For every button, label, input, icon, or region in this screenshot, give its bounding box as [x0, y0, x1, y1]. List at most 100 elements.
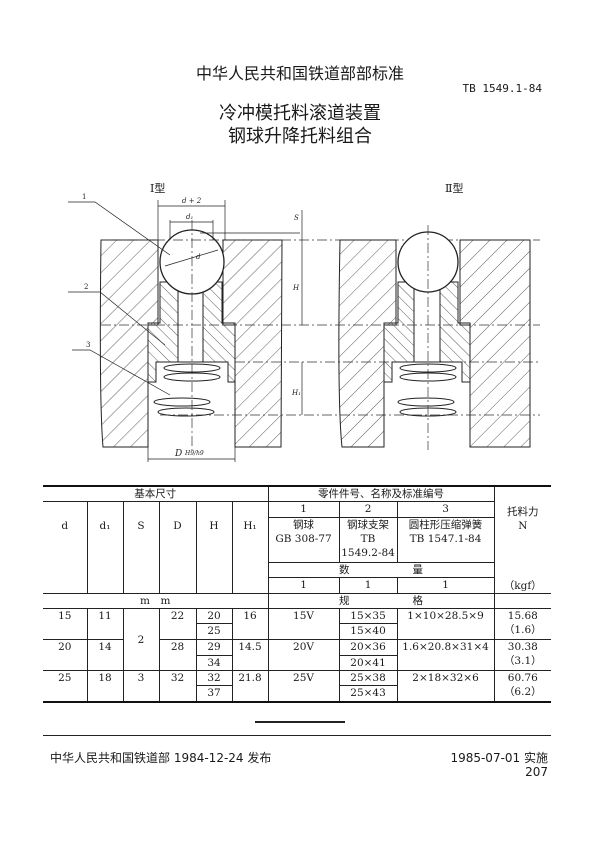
cell-ball: 25V — [267, 670, 340, 702]
cell-holder: 20×36 — [338, 639, 398, 656]
basic-dims-header: 基本尺寸 — [43, 485, 269, 502]
force-spacer — [493, 593, 552, 609]
cell-d: 25 — [43, 670, 88, 702]
cell-d: 20 — [43, 639, 88, 671]
unit-mm: m m — [43, 593, 269, 609]
end-rule — [255, 721, 345, 723]
part-2-info: 钢球支架 TB 1549.2-84 — [338, 517, 398, 563]
cell-spring: 1.6×20.8×31×4 — [396, 639, 495, 671]
part-2-name: 钢球支架 — [347, 519, 390, 531]
cell-H: 29 — [195, 639, 233, 656]
dim-D: D — [174, 449, 182, 459]
cell-ball: 20V — [267, 639, 340, 671]
table-row: 25 18 3 32 32 21.8 25V 25×38 2×18×32×6 6… — [43, 670, 552, 702]
cell-force: 15.68 （1.6） — [493, 608, 552, 640]
dim-S: S — [294, 214, 299, 222]
assembly-drawing: d + 2 d₁ d S H H₁ D H9/h9 1 2 3 — [68, 193, 540, 462]
issue-date: 中华人民共和国铁道部 1984-12-24 发布 — [50, 751, 272, 765]
force-kgf: （3.1） — [503, 655, 542, 667]
part-no-1: 1 — [267, 501, 340, 518]
force-unit: N — [518, 520, 528, 532]
parts-header: 零件件号、名称及标准编号 — [267, 485, 495, 502]
force-kgf: （1.6） — [503, 624, 542, 636]
cell-H1: 14.5 — [231, 639, 269, 671]
type-2-label: Ⅱ型 — [445, 182, 464, 195]
cell-H: 34 — [196, 655, 233, 671]
type-2-view — [338, 225, 531, 450]
standard-organization: 中华人民共和国铁道部部标准 — [195, 64, 404, 83]
force-header: 托料力 N （kgf） — [493, 485, 552, 594]
qty-2: 1 — [338, 577, 398, 594]
col-d: d — [43, 501, 88, 594]
force-value: 30.38 — [507, 641, 538, 653]
cell-D: 32 — [158, 670, 197, 702]
dim-fit: H9/h9 — [184, 450, 204, 457]
cell-holder: 25×43 — [338, 685, 398, 702]
dim-ball-d: d — [196, 253, 201, 261]
table-row: 20 14 28 29 14.5 20V 20×36 1.6×20.8×31×4… — [43, 639, 552, 671]
force-value: 60.76 — [507, 672, 538, 684]
table-row: 25 15×40 — [43, 623, 551, 640]
cell-holder: 15×40 — [338, 623, 398, 640]
type-1-view: d + 2 d₁ d S H H₁ D H9/h9 1 2 3 — [68, 193, 540, 462]
callout-2: 2 — [84, 283, 88, 291]
cell-spring: 1×10×28.5×9 — [396, 608, 495, 640]
cell-d1: 11 — [86, 608, 124, 640]
cell-D: 28 — [158, 639, 197, 671]
qty-1: 1 — [268, 577, 340, 594]
col-d1: d₁ — [86, 501, 124, 594]
part-no-2: 2 — [338, 501, 398, 518]
col-H: H — [195, 501, 233, 594]
cell-S: 2 — [122, 608, 160, 671]
part-3-info: 圆柱形压缩弹簧 TB 1547.1-84 — [396, 517, 495, 563]
dim-H: H — [292, 284, 300, 292]
part-1-info: 钢球 GB 308-77 — [268, 517, 340, 563]
cell-force: 60.76 （6.2） — [493, 670, 552, 702]
part-3-name: 圆柱形压缩弹簧 — [408, 519, 483, 531]
col-H1: H₁ — [231, 501, 269, 594]
standard-number: TB 1549.1-84 — [462, 82, 542, 95]
part-2-std-no: 1549.2-84 — [341, 547, 395, 559]
part-2-std: TB — [360, 533, 376, 545]
footer-rule — [43, 735, 551, 736]
col-D: D — [158, 501, 197, 594]
part-3-std: TB 1547.1-84 — [409, 533, 482, 545]
cell-D: 22 — [158, 608, 197, 640]
cell-d: 15 — [43, 608, 88, 640]
callout-3: 3 — [86, 341, 90, 349]
dim-H1: H₁ — [291, 389, 301, 397]
cell-H: 37 — [196, 685, 233, 702]
cell-holder: 20×41 — [338, 655, 398, 671]
cell-H1: 16 — [231, 608, 269, 640]
table-row: 34 20×41 — [43, 655, 551, 671]
force-value: 15.68 — [507, 610, 538, 622]
table-row: 15 11 2 22 20 16 15V 15×35 1×10×28.5×9 1… — [43, 608, 552, 671]
part-no-3: 3 — [396, 501, 495, 518]
cell-H: 25 — [196, 623, 233, 640]
force-label: 托料力 — [507, 506, 539, 518]
cell-ball: 15V — [267, 608, 340, 640]
callout-1: 1 — [82, 193, 86, 201]
part-1-std: GB 308-77 — [275, 533, 332, 545]
cell-force: 30.38 （3.1） — [493, 639, 552, 671]
qty-3: 1 — [396, 577, 495, 594]
col-S: S — [122, 501, 160, 594]
dim-d-plus-2: d + 2 — [182, 197, 202, 205]
cell-d1: 14 — [86, 639, 124, 671]
spec-label: 规 格 — [267, 593, 495, 609]
type-1-label: Ⅰ型 — [150, 182, 166, 195]
force-kgf: （6.2） — [503, 686, 542, 698]
title-line-2: 钢球升降托料组合 — [228, 126, 372, 147]
dimensions-table: 基本尺寸 零件件号、名称及标准编号 托料力 N （kgf） d d₁ S D H… — [43, 485, 552, 703]
dim-d1: d₁ — [186, 213, 193, 221]
cell-spring: 2×18×32×6 — [396, 670, 495, 702]
cell-H1: 21.8 — [231, 670, 269, 702]
page-number: 207 — [525, 765, 548, 779]
cell-holder: 25×38 — [338, 670, 398, 686]
part-1-name: 钢球 — [293, 519, 315, 531]
title-line-1: 冷冲模托料滚道装置 — [219, 103, 381, 124]
cell-H: 20 — [195, 608, 233, 624]
force-unit-kgf: （kgf） — [503, 580, 542, 592]
quantity-label: 数 量 — [268, 562, 495, 578]
cell-d1: 18 — [86, 670, 124, 702]
